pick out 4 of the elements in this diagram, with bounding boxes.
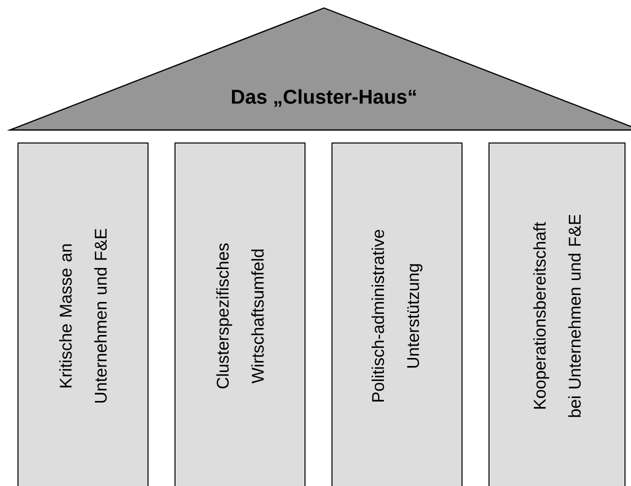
- pillar-box: Clusterspezifisches Wirtschaftsumfeld: [174, 142, 306, 486]
- pillar-box: Kritische Masse an Unternehmen und F&E: [18, 142, 148, 486]
- pillar-box: Kooperationsbereitschaft bei Unternehmen und F&E: [488, 142, 626, 486]
- pillar-box: Politisch-administrative Unterstützung: [332, 142, 462, 486]
